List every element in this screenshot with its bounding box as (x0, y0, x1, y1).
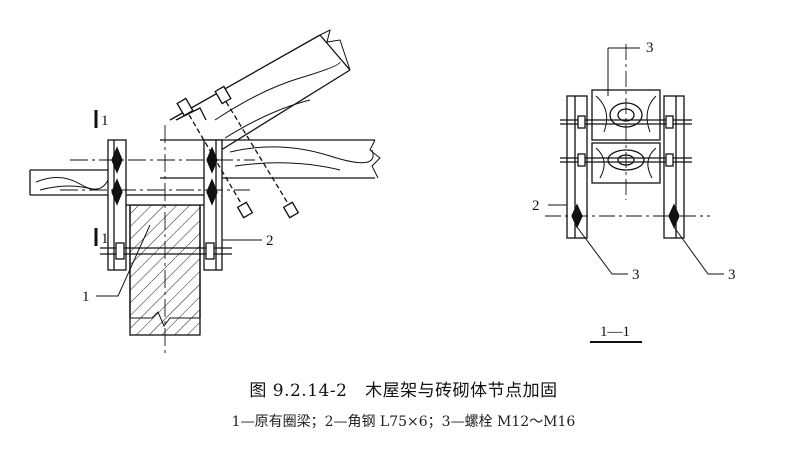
label-bolt-top: 3 (646, 40, 654, 56)
bottom-chord (29, 139, 381, 196)
axis-lines (60, 125, 255, 355)
bottom-through-bolt (100, 242, 232, 260)
section-1-1-view (545, 44, 724, 343)
figure-drawing: 1 1 1 2 (29, 29, 736, 355)
label-ring-beam: 1 (82, 289, 90, 305)
figure-caption: 图 9.2.14-2 木屋架与砖砌体节点加固 (0, 376, 807, 401)
label-steel-angle-section: 2 (532, 198, 540, 214)
label-steel-angle: 2 (266, 233, 274, 249)
caption-title: 木屋架与砖砌体节点加固 (365, 381, 558, 401)
bolt-diamonds-left (111, 146, 218, 206)
label-bolt-right: 3 (728, 267, 736, 283)
inclined-bolts (175, 85, 300, 219)
section-axis-lines (545, 44, 710, 217)
caption-number: 图 9.2.14-2 (249, 381, 348, 401)
section-mark-bottom: 1 (101, 231, 109, 247)
section-leader-lines (548, 47, 724, 275)
section-mark-top: 1 (101, 113, 109, 129)
left-elevation-view (29, 29, 381, 355)
figure-legend: 1—原有圈梁；2—角钢 L75×6；3—螺栓 M12～M16 (231, 414, 576, 430)
upper-chord-rafter (169, 29, 351, 161)
label-bolt-left: 3 (632, 267, 640, 283)
leader-lines (96, 224, 262, 297)
section-title: 1—1 (600, 324, 630, 340)
